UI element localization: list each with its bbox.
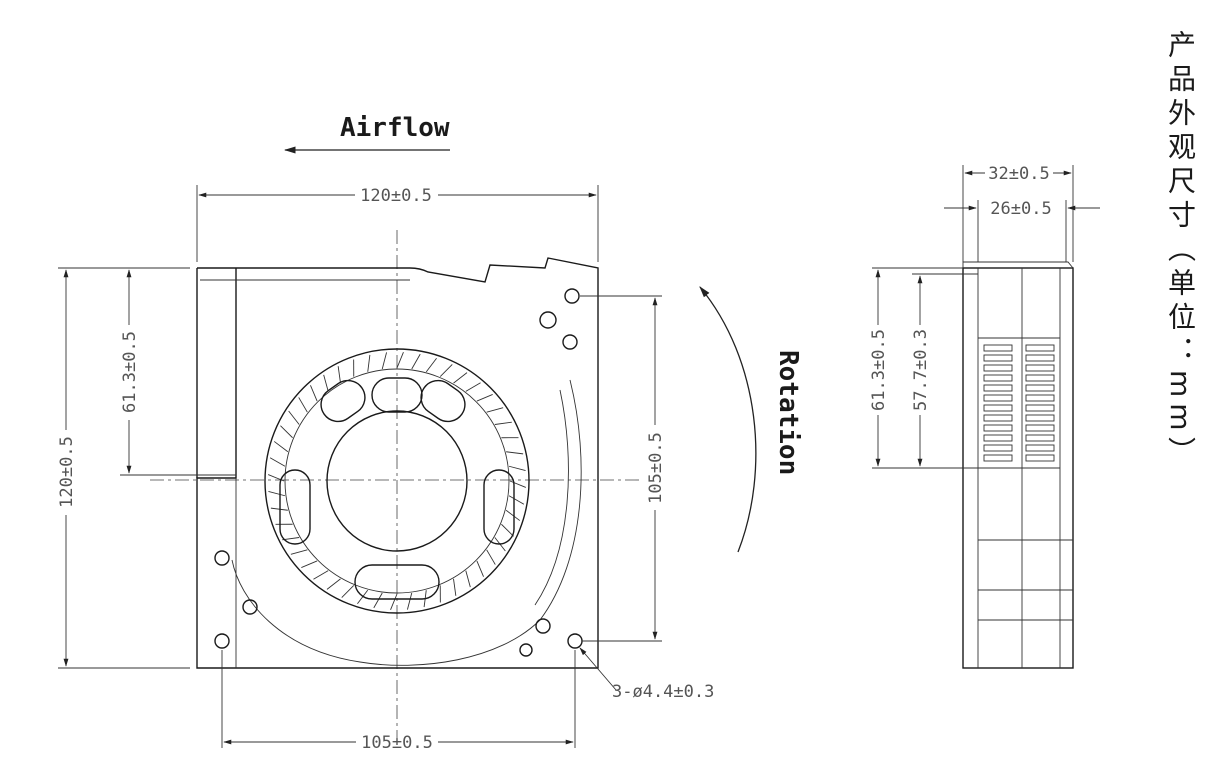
impeller-blade [367, 354, 371, 372]
vent-slat [983, 414, 1013, 422]
impeller-blade [301, 560, 318, 568]
impeller-blade [406, 592, 413, 610]
impeller-blade [381, 352, 388, 370]
vent-slat [983, 384, 1013, 392]
impeller-blade [453, 372, 468, 384]
hub-circle [326, 410, 468, 552]
vent-slat [1025, 394, 1055, 402]
vent-slat [1025, 364, 1055, 372]
front-view: 120±0.5 120±0.5 61.3±0.5 105±0.5 105±0.5… [57, 113, 803, 753]
mount-hole-bottom-left [214, 633, 230, 649]
vent-slat [1025, 434, 1055, 442]
vent-slat [983, 344, 1013, 352]
vent-slat [983, 404, 1013, 412]
impeller-blades [267, 351, 527, 611]
vent-slat [983, 394, 1013, 402]
impeller-blade [298, 397, 308, 413]
impeller-blade [439, 364, 453, 377]
impeller-blade [288, 410, 300, 425]
impeller-blade [465, 570, 471, 588]
vent-slat [1025, 374, 1055, 382]
impeller-blade [268, 490, 286, 497]
vent-slat [1025, 414, 1055, 422]
dim-front-width: 120±0.5 [360, 186, 432, 206]
impeller-blade [290, 549, 308, 555]
impeller-blade [508, 495, 525, 505]
impeller-outer [264, 348, 530, 614]
dim-mount-holes: 3-ø4.4±0.3 [612, 682, 714, 702]
mount-hole-bottom-right [567, 633, 583, 649]
vent-slat [983, 424, 1013, 432]
rotation-arrow [699, 286, 757, 553]
dim-side-outlet-outer: 61.3±0.5 [869, 329, 889, 411]
dim-outlet-height: 61.3±0.5 [120, 331, 140, 413]
impeller-blade [396, 351, 404, 369]
impeller-blade [508, 465, 526, 472]
impeller-blade [337, 366, 341, 384]
housing-outline [196, 257, 599, 669]
impeller-blade [313, 570, 329, 580]
impeller-blade [425, 357, 437, 373]
impeller-blade [486, 549, 496, 565]
impeller-blade [341, 585, 355, 598]
vent-slat [983, 354, 1013, 362]
vent-slat [1025, 454, 1055, 462]
impeller-blade [509, 480, 527, 488]
vent-slat [983, 374, 1013, 382]
impeller-blade [326, 578, 341, 590]
dim-side-total: 32±0.5 [988, 164, 1049, 184]
dim-side-body: 26±0.5 [990, 199, 1051, 219]
impeller-blade [269, 457, 286, 467]
airflow-label: Airflow [340, 113, 450, 143]
impeller-blade [390, 593, 398, 611]
impeller-blade [501, 523, 514, 537]
impeller-blade [486, 407, 504, 413]
vent-slat [1025, 444, 1055, 452]
impeller-blade [453, 578, 457, 596]
vent-slat [983, 364, 1013, 372]
side-view: 32±0.5 26±0.5 61.3±0.5 57.7±0.3 [869, 164, 1100, 669]
vent-slat [1025, 354, 1055, 362]
impeller-blade [323, 374, 329, 392]
impeller-blade [476, 394, 493, 402]
dim-front-height: 120±0.5 [57, 436, 77, 508]
impeller-blade [476, 560, 484, 577]
impeller-blade [411, 353, 421, 370]
vent-slat [983, 434, 1013, 442]
rotation-label: Rotation [773, 350, 803, 475]
dim-hole-spacing-horizontal: 105±0.5 [361, 733, 433, 753]
vent-slat [1025, 344, 1055, 352]
dim-hole-spacing-vertical: 105±0.5 [646, 432, 666, 504]
impeller-blade [494, 421, 512, 425]
impeller-blade [506, 451, 524, 455]
impeller-blade [465, 382, 481, 392]
dim-side-outlet-inner: 57.7±0.3 [911, 329, 931, 411]
volute-scroll [231, 379, 582, 666]
vent-slat [1025, 384, 1055, 392]
vent-slat [983, 454, 1013, 462]
impeller-blade [505, 509, 521, 521]
vent-slat [983, 444, 1013, 452]
side-outlet-vents [983, 344, 1055, 462]
vent-slat [1025, 424, 1055, 432]
drawing-title: 产品外观尺寸（单位：mm） [1164, 30, 1197, 471]
vent-slat [1025, 404, 1055, 412]
impeller-blade [273, 441, 289, 453]
impeller-blade [310, 385, 318, 402]
impeller-blade [280, 425, 293, 439]
impeller-blade [373, 592, 383, 609]
